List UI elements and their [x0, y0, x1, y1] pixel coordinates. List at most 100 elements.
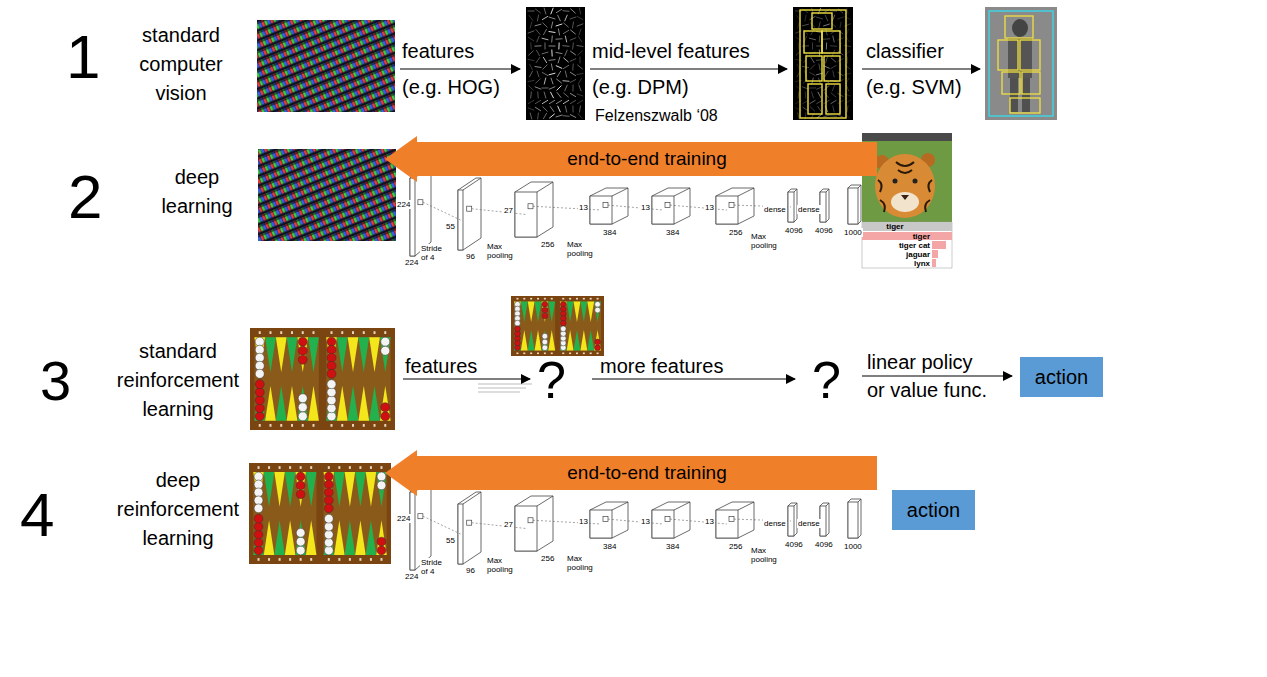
backgammon-board-part — [324, 530, 333, 539]
node-text: action — [907, 499, 960, 522]
cnn-figure-part — [612, 502, 628, 510]
cnn-figure-part — [826, 503, 829, 506]
backgammon-board-part — [255, 369, 264, 378]
dpm-image-part — [798, 92, 800, 99]
hog-image-part — [537, 92, 539, 99]
layer-label: 224 — [404, 572, 419, 581]
cnn-figure-part — [590, 502, 628, 538]
backgammon-board-part — [567, 301, 574, 322]
hog-image-part — [570, 38, 576, 41]
backgammon-board-part — [287, 337, 298, 372]
backgammon-board-part — [560, 320, 566, 326]
dpm-image-part — [810, 107, 815, 112]
hog-image-part — [570, 100, 576, 104]
cnn-figure-part — [418, 514, 423, 519]
backgammon-board-part — [269, 424, 271, 427]
backgammon-board-part — [381, 337, 390, 346]
hog-image-part — [544, 78, 546, 85]
backgammon-board-part — [254, 337, 265, 372]
backgammon-board-part — [300, 558, 302, 561]
hog-image-part — [570, 59, 576, 62]
pixel-image-part — [258, 149, 396, 241]
dpm-image-part — [805, 92, 807, 99]
dpm-image-part — [808, 84, 822, 114]
hog-image-part — [536, 29, 541, 34]
backgammon-board-part — [562, 298, 564, 300]
backgammon-board-part — [253, 472, 316, 555]
hog-image-part — [558, 15, 561, 21]
step-label: linear policy or value func. — [867, 348, 991, 404]
backgammon-board-part — [587, 301, 594, 322]
pixel-image-part — [257, 20, 395, 112]
backgammon-board-part — [298, 355, 307, 364]
dpm-image-part — [810, 64, 815, 69]
backgammon-board-part — [514, 330, 521, 351]
paper-snippet-part — [478, 384, 532, 385]
tiger-photo-part — [862, 133, 952, 141]
backgammon-board-part — [308, 337, 319, 372]
cnn-figure-part — [528, 518, 533, 523]
hog-image-part — [543, 29, 546, 35]
backgammon-board-part — [374, 331, 376, 334]
hog-image-part — [563, 93, 568, 98]
backgammon-board-part — [249, 463, 391, 564]
backgammon-board-part — [253, 472, 264, 507]
cnn-figure-part — [820, 506, 826, 536]
backgammon-board-part — [259, 424, 261, 427]
hog-image-part — [556, 79, 562, 83]
layer-label: 384 — [602, 228, 617, 237]
backgammon-board-part — [298, 346, 307, 355]
dpm-image-part — [831, 58, 836, 63]
pixel-image-part — [257, 20, 395, 112]
dpm-image-part — [844, 24, 851, 27]
backgammon-board-part — [384, 424, 386, 427]
hog-image-part — [572, 85, 573, 92]
cnn-figure-part — [652, 502, 690, 538]
backgammon-board — [250, 328, 395, 430]
backgammon-board-part — [254, 504, 263, 513]
backgammon-board-part — [370, 466, 372, 469]
backgammon-board-part — [341, 424, 343, 427]
dpm-image-part — [823, 24, 830, 26]
dpm-image-part — [809, 100, 815, 104]
cnn-figure-part — [858, 185, 861, 188]
backgammon-board-part — [324, 504, 333, 513]
backgammon-board-part — [523, 352, 525, 354]
layer-label: 27 — [503, 520, 514, 529]
backgammon-board-part — [298, 412, 307, 421]
backgammon-board-part — [327, 369, 336, 378]
backgammon-board-part — [597, 352, 599, 354]
backgammon-board-part — [324, 488, 333, 497]
hog-image-part — [542, 72, 548, 75]
hog-image-part — [579, 85, 582, 92]
hog-image-part — [544, 43, 545, 50]
cnn-figure-part — [738, 188, 754, 196]
backgammon-board-part — [595, 307, 601, 313]
backgammon-board-part — [254, 538, 263, 547]
dpm-image-part — [809, 38, 816, 40]
pixel-image — [258, 149, 396, 241]
step-arrow — [862, 375, 1012, 376]
cnn-figure-part — [603, 517, 608, 522]
cnn-figure-part — [458, 178, 481, 250]
cnn-figure-part — [788, 503, 797, 536]
backgammon-board-part — [337, 386, 348, 421]
hog-image-part — [556, 100, 562, 104]
backgammon-board-part — [306, 472, 317, 507]
hog-image-part — [577, 73, 584, 74]
hog-image-part — [535, 107, 541, 111]
backgammon-board-part — [324, 538, 333, 547]
backgammon-board-part — [537, 298, 539, 300]
backgammon-board-part — [542, 339, 548, 345]
step-label: features (e.g. HOG) — [402, 33, 518, 105]
backgammon-board-part — [514, 301, 521, 322]
hog-image-part — [528, 80, 535, 81]
backgammon-board-part — [327, 337, 336, 346]
layer-label: 55 — [445, 536, 456, 545]
detection-image-part — [998, 40, 1018, 70]
hog-image-part — [563, 10, 570, 12]
dpm-image-part — [824, 56, 840, 81]
class-score-chart-part — [862, 222, 952, 268]
backgammon-board-part — [255, 380, 264, 389]
dpm-image-part — [811, 29, 814, 35]
